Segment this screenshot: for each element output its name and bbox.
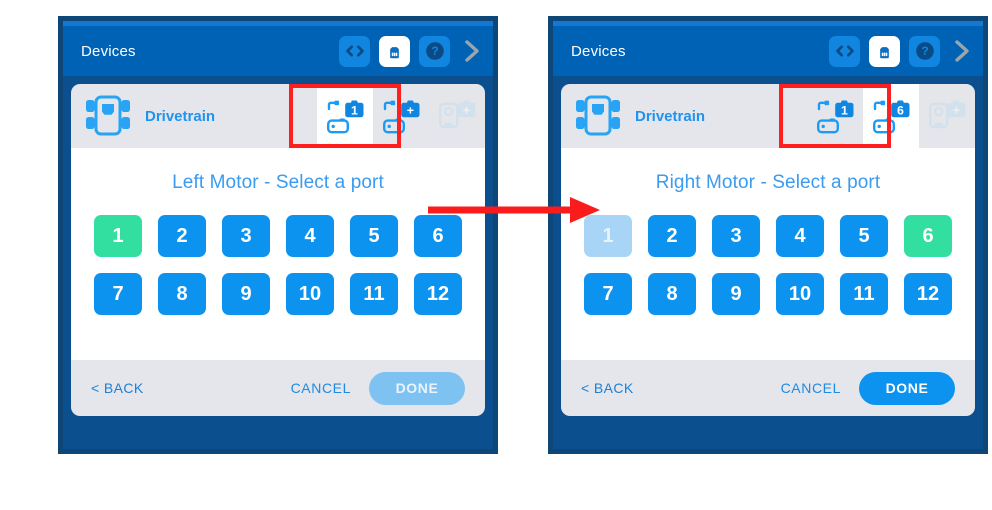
port-button-5[interactable]: 5	[840, 215, 888, 257]
device-chip-group: 1 6 +	[807, 84, 975, 148]
port-button-3[interactable]: 3	[712, 215, 760, 257]
port-prompt: Left Motor - Select a port	[172, 172, 384, 193]
motor-chip-6[interactable]: 6	[863, 84, 919, 148]
device-row-drivetrain[interactable]: Drivetrain 1 6 +	[561, 84, 975, 148]
device-row-wrap: Drivetrain 1 6 +	[553, 76, 983, 148]
drivetrain-icon	[575, 94, 621, 138]
port-button-3[interactable]: 3	[222, 215, 270, 257]
port-button-1: 1	[584, 215, 632, 257]
port-button-8[interactable]: 8	[158, 273, 206, 315]
device-panel-right: Devices? Drivetrain 1 6 + Right Motor - Selec…	[548, 16, 988, 454]
device-chip-group: 1 + +	[317, 84, 485, 148]
help-icon[interactable]: ?	[909, 35, 940, 67]
device-ports-icon[interactable]	[869, 35, 900, 67]
port-button-11[interactable]: 11	[350, 273, 398, 315]
svg-text:6: 6	[897, 103, 904, 117]
app-header: Devices?	[63, 26, 493, 76]
port-button-2[interactable]: 2	[158, 215, 206, 257]
svg-text:?: ?	[431, 44, 438, 58]
port-button-12[interactable]: 12	[414, 273, 462, 315]
code-icon[interactable]	[339, 35, 370, 67]
port-button-4[interactable]: 4	[286, 215, 334, 257]
cancel-button[interactable]: CANCEL	[780, 380, 841, 396]
device-panel-left: Devices? Drivetrain 1 + + Left Motor - Select…	[58, 16, 498, 454]
motor-chip-1[interactable]: 1	[317, 84, 373, 148]
device-name-label: Drivetrain	[635, 107, 706, 125]
port-button-2[interactable]: 2	[648, 215, 696, 257]
page-title: Devices	[571, 42, 626, 60]
sensor-chip-add: +	[429, 84, 485, 148]
port-button-7[interactable]: 7	[584, 273, 632, 315]
header-icon-group: ?	[829, 35, 973, 67]
code-icon[interactable]	[829, 35, 860, 67]
sensor-chip-add: +	[919, 84, 975, 148]
done-button[interactable]: DONE	[859, 371, 955, 405]
svg-text:1: 1	[351, 103, 358, 117]
svg-text:+: +	[407, 103, 414, 117]
status-strip	[63, 21, 493, 26]
port-button-8[interactable]: 8	[648, 273, 696, 315]
motor-chip-add[interactable]: +	[373, 84, 429, 148]
port-prompt: Right Motor - Select a port	[655, 172, 881, 193]
dialog-footer: < BACK CANCEL DONE	[561, 360, 975, 416]
status-strip	[553, 21, 983, 26]
flow-arrow	[428, 196, 600, 224]
device-row-drivetrain[interactable]: Drivetrain 1 + +	[71, 84, 485, 148]
chevron-right-icon[interactable]	[461, 36, 483, 67]
help-icon[interactable]: ?	[419, 35, 450, 67]
device-name-label: Drivetrain	[145, 107, 216, 125]
page-title: Devices	[81, 42, 136, 60]
chevron-right-icon[interactable]	[951, 36, 973, 67]
svg-text:+: +	[463, 103, 471, 118]
done-button: DONE	[369, 371, 465, 405]
device-ports-icon[interactable]	[379, 35, 410, 67]
port-button-4[interactable]: 4	[776, 215, 824, 257]
port-button-1[interactable]: 1	[94, 215, 142, 257]
svg-text:+: +	[953, 103, 961, 118]
app-header: Devices?	[553, 26, 983, 76]
port-button-9[interactable]: 9	[222, 273, 270, 315]
drivetrain-icon	[85, 94, 131, 138]
port-button-10[interactable]: 10	[776, 273, 824, 315]
svg-text:1: 1	[841, 103, 848, 117]
device-row-wrap: Drivetrain 1 + +	[63, 76, 493, 148]
port-button-5[interactable]: 5	[350, 215, 398, 257]
port-button-9[interactable]: 9	[712, 273, 760, 315]
dialog-footer: < BACK CANCEL DONE	[71, 360, 485, 416]
cancel-button[interactable]: CANCEL	[290, 380, 351, 396]
port-button-7[interactable]: 7	[94, 273, 142, 315]
port-button-11[interactable]: 11	[840, 273, 888, 315]
port-button-10[interactable]: 10	[286, 273, 334, 315]
svg-text:?: ?	[921, 44, 928, 58]
port-button-12[interactable]: 12	[904, 273, 952, 315]
back-button[interactable]: < BACK	[91, 380, 144, 396]
back-button[interactable]: < BACK	[581, 380, 634, 396]
port-button-6[interactable]: 6	[414, 215, 462, 257]
port-button-6[interactable]: 6	[904, 215, 952, 257]
header-icon-group: ?	[339, 35, 483, 67]
motor-chip-1[interactable]: 1	[807, 84, 863, 148]
